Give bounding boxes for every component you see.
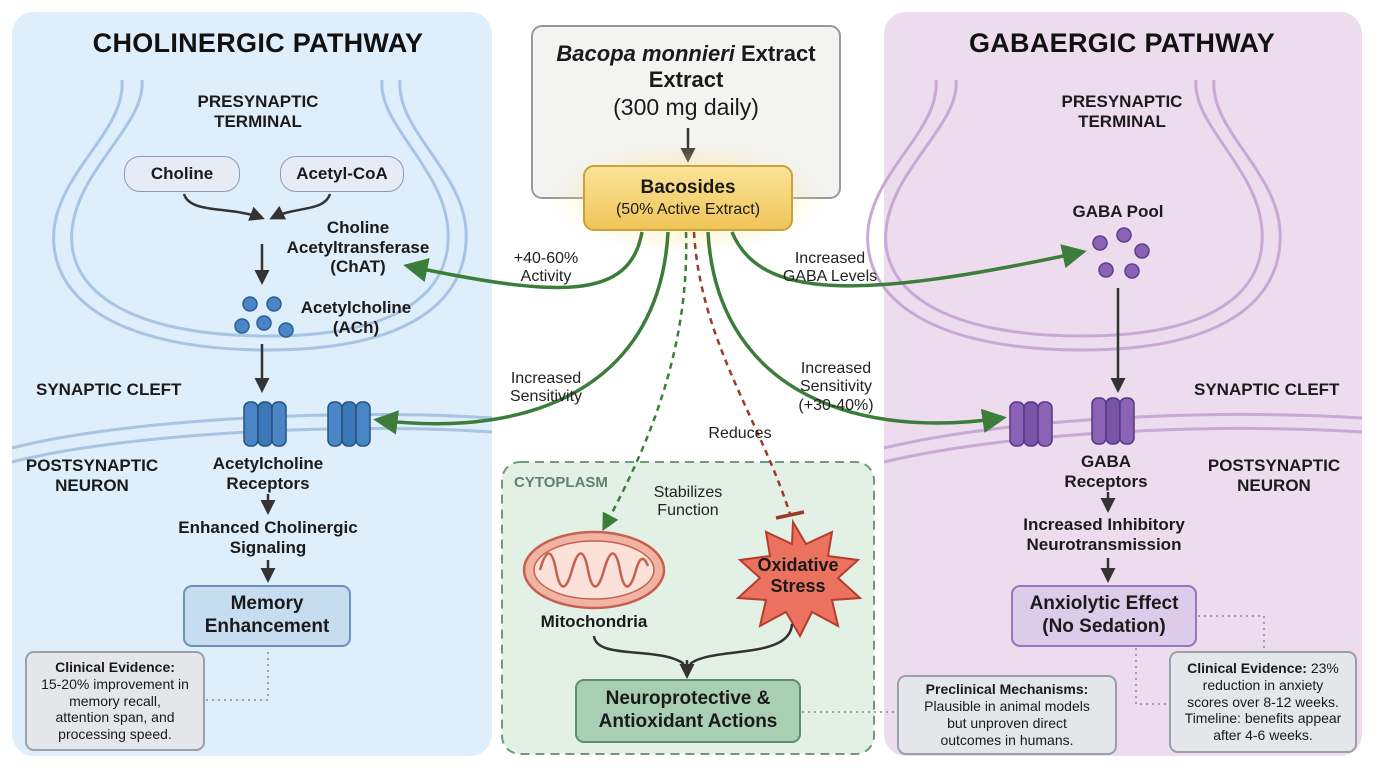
ach-label: Acetylcholine (ACh) bbox=[300, 298, 412, 337]
left-evidence-title: Clinical Evidence: bbox=[55, 659, 175, 675]
gaba-receptor-2 bbox=[1091, 397, 1135, 445]
left-evidence-box bbox=[25, 651, 205, 751]
right-evidence-text: Clinical Evidence: 23% reduction in anxi… bbox=[1170, 652, 1356, 752]
ach-receptor-2 bbox=[327, 401, 371, 447]
bacosides-text: Bacosides (50% Active Extract) bbox=[584, 166, 792, 230]
extract-name-italic: Bacopa monnieri bbox=[556, 40, 735, 66]
stabilizes-label: Stabilizes Function bbox=[653, 484, 723, 520]
left-postsynaptic-membrane bbox=[11, 413, 493, 464]
memory-box bbox=[183, 585, 351, 647]
left-presynaptic-label: PRESYNAPTIC TERMINAL bbox=[197, 92, 319, 131]
cholinergic-signaling-label: Enhanced Cholinergic Signaling bbox=[178, 518, 358, 557]
oxidative-stress-burst bbox=[735, 518, 863, 639]
arrow-to-ach-receptors bbox=[373, 231, 670, 435]
right-postsynaptic-label: POSTSYNAPTIC NEURON bbox=[1207, 456, 1341, 495]
preclinical-text: Preclinical Mechanisms: Plausible in ani… bbox=[898, 676, 1116, 754]
bacosides-label: Bacosides bbox=[640, 177, 736, 198]
cholinergic-panel bbox=[12, 12, 492, 756]
preclinical-title: Preclinical Mechanisms: bbox=[925, 681, 1089, 698]
right-presynaptic-label: PRESYNAPTIC TERMINAL bbox=[1061, 92, 1183, 131]
arrow-to-chat bbox=[403, 231, 644, 290]
reduces-label: Reduces bbox=[708, 425, 772, 442]
left-presynaptic-membrane bbox=[52, 79, 468, 352]
extract-dose: (300 mg daily) bbox=[613, 93, 759, 120]
right-synaptic-cleft-label: SYNAPTIC CLEFT bbox=[1194, 380, 1340, 399]
gaba-levels-label: Increased GABA Levels bbox=[782, 250, 878, 286]
inhibit-bar bbox=[775, 510, 805, 520]
arrow-to-gaba-receptors bbox=[706, 231, 1007, 433]
gaba-receptor-1 bbox=[1009, 401, 1053, 447]
sensitivity-left-label: Increased Sensitivity bbox=[509, 370, 583, 406]
dotted-connectors bbox=[206, 615, 1265, 713]
extract-name-line: Bacopa monnieri Extract bbox=[556, 41, 815, 67]
acetyl-coa-pill: Acetyl-CoA bbox=[280, 156, 404, 192]
neuroprotective-label: Neuroprotective & Antioxidant Actions bbox=[598, 688, 778, 732]
right-evidence-first: 23% bbox=[1306, 660, 1339, 676]
anxiolytic-box bbox=[1011, 585, 1197, 647]
bacosides-box bbox=[583, 165, 793, 231]
acetyl-coa-label: Acetyl-CoA bbox=[296, 163, 388, 183]
preclinical-body: Plausible in animal models but unproven … bbox=[924, 698, 1090, 748]
mitochondria-label: Mitochondria bbox=[540, 612, 648, 631]
activity-label: +40-60% Activity bbox=[513, 250, 579, 286]
activation-arrows bbox=[373, 231, 1087, 435]
left-postsynaptic-label: POSTSYNAPTIC NEURON bbox=[25, 456, 159, 495]
gaba-pool-label: GABA Pool bbox=[1072, 202, 1164, 221]
memory-enhancement-label: Memory Enhancement bbox=[204, 593, 330, 637]
ach-receptors-label: Acetylcholine Receptors bbox=[212, 454, 324, 493]
left-evidence-text: Clinical Evidence: 15-20% improvement in… bbox=[26, 652, 204, 750]
right-evidence-first-line: Clinical Evidence: 23% bbox=[1187, 660, 1339, 677]
bacosides-sub-label: (50% Active Extract) bbox=[615, 200, 761, 218]
arrow-to-mitochondria bbox=[602, 231, 688, 532]
extract-name-rest: Extract bbox=[734, 40, 816, 66]
oxidative-stress-label: Oxidative Stress bbox=[757, 555, 839, 596]
extract-text: Bacopa monnieri Extract Extract (300 mg … bbox=[532, 34, 840, 128]
preclinical-box bbox=[897, 675, 1117, 755]
left-synaptic-cleft-label: SYNAPTIC CLEFT bbox=[36, 380, 182, 399]
left-flow-arrows bbox=[182, 193, 332, 583]
choline-pill: Choline bbox=[124, 156, 240, 192]
neuroprotective-box bbox=[575, 679, 801, 743]
chat-label: Choline Acetyltransferase (ChAT) bbox=[286, 218, 430, 277]
extract-line2: Extract bbox=[648, 67, 724, 93]
sensitivity-right-label: Increased Sensitivity (+30-40%) bbox=[798, 360, 874, 414]
cholinergic-title: CHOLINERGIC PATHWAY bbox=[92, 28, 424, 58]
inhibitory-label: Increased Inhibitory Neurotransmission bbox=[1023, 515, 1185, 554]
mitochondrion-graphic bbox=[522, 530, 666, 610]
gaba-molecules bbox=[1092, 227, 1150, 279]
arrow-to-gaba-pool bbox=[730, 231, 1087, 288]
cytoplasm-label: CYTOPLASM bbox=[514, 474, 608, 491]
right-evidence-body: reduction in anxiety scores over 8-12 we… bbox=[1184, 676, 1342, 744]
converge-arrows bbox=[592, 623, 794, 679]
gaba-receptors-label: GABA Receptors bbox=[1064, 452, 1148, 491]
acetylcholine-molecules bbox=[234, 296, 294, 338]
right-evidence-title: Clinical Evidence: bbox=[1187, 660, 1307, 676]
choline-label: Choline bbox=[150, 163, 214, 183]
right-presynaptic-membrane bbox=[866, 79, 1282, 352]
right-flow-arrows bbox=[1100, 288, 1126, 583]
anxiolytic-label: Anxiolytic Effect (No Sedation) bbox=[1029, 593, 1179, 637]
right-evidence-box bbox=[1169, 651, 1357, 753]
left-evidence-body: 15-20% improvement in memory recall, att… bbox=[41, 675, 189, 743]
ach-receptor-1 bbox=[243, 401, 287, 447]
gabaergic-title: GABAERGIC PATHWAY bbox=[968, 28, 1276, 58]
